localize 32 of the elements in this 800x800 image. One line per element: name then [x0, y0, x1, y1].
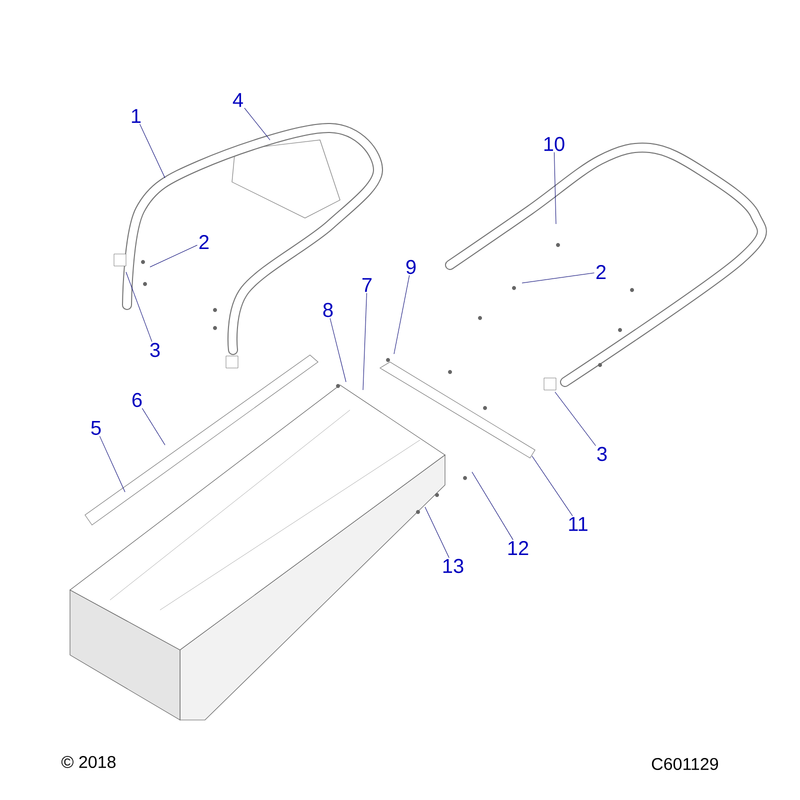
- callout-number: 12: [508, 541, 528, 555]
- callout-number: 3: [150, 342, 160, 358]
- callout-number: 7: [362, 278, 372, 292]
- leader-line: [554, 152, 556, 224]
- leader-line: [99, 436, 126, 492]
- leader-line: [150, 244, 198, 268]
- callout-number: 9: [406, 260, 416, 274]
- leader-line: [330, 318, 346, 382]
- callout-number: 13: [443, 558, 464, 574]
- leader-line: [244, 108, 270, 140]
- callout-number: 6: [132, 392, 142, 408]
- callout-number: 3: [597, 446, 607, 462]
- leader-line: [394, 275, 410, 354]
- leader-line: [522, 272, 594, 284]
- callout-number: 10: [544, 136, 564, 152]
- leader-line: [140, 124, 166, 178]
- figure-code: C601129: [652, 758, 718, 770]
- leader-line: [472, 472, 514, 540]
- leader-line: [532, 456, 573, 516]
- leader-line: [554, 392, 596, 446]
- callout-number: 2: [199, 235, 209, 249]
- leader-line: [142, 408, 166, 446]
- callout-number: 2: [596, 265, 606, 279]
- callout-number: 8: [323, 302, 333, 318]
- callout-number: 4: [232, 93, 243, 107]
- copyright-text: © 2018: [61, 756, 116, 768]
- leader-line: [362, 292, 367, 390]
- callout-number: 5: [91, 421, 101, 435]
- callout-number: 1: [132, 109, 141, 123]
- leader-line: [424, 506, 450, 558]
- callout-number: 11: [569, 517, 588, 531]
- leader-line: [126, 272, 152, 342]
